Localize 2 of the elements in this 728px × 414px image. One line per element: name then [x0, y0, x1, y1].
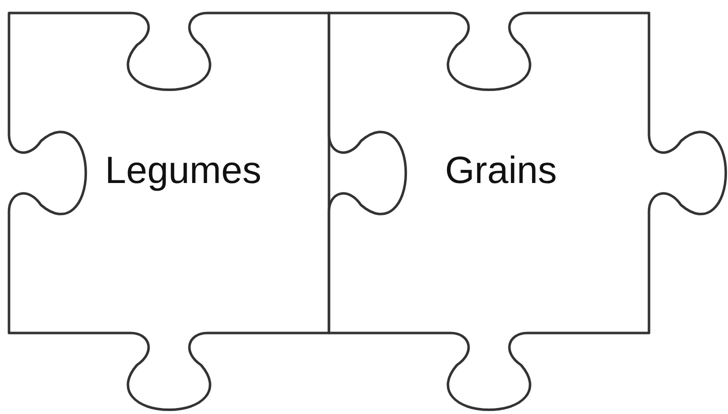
- piece-label: Grains: [445, 150, 557, 193]
- piece-label: Legumes: [105, 150, 262, 193]
